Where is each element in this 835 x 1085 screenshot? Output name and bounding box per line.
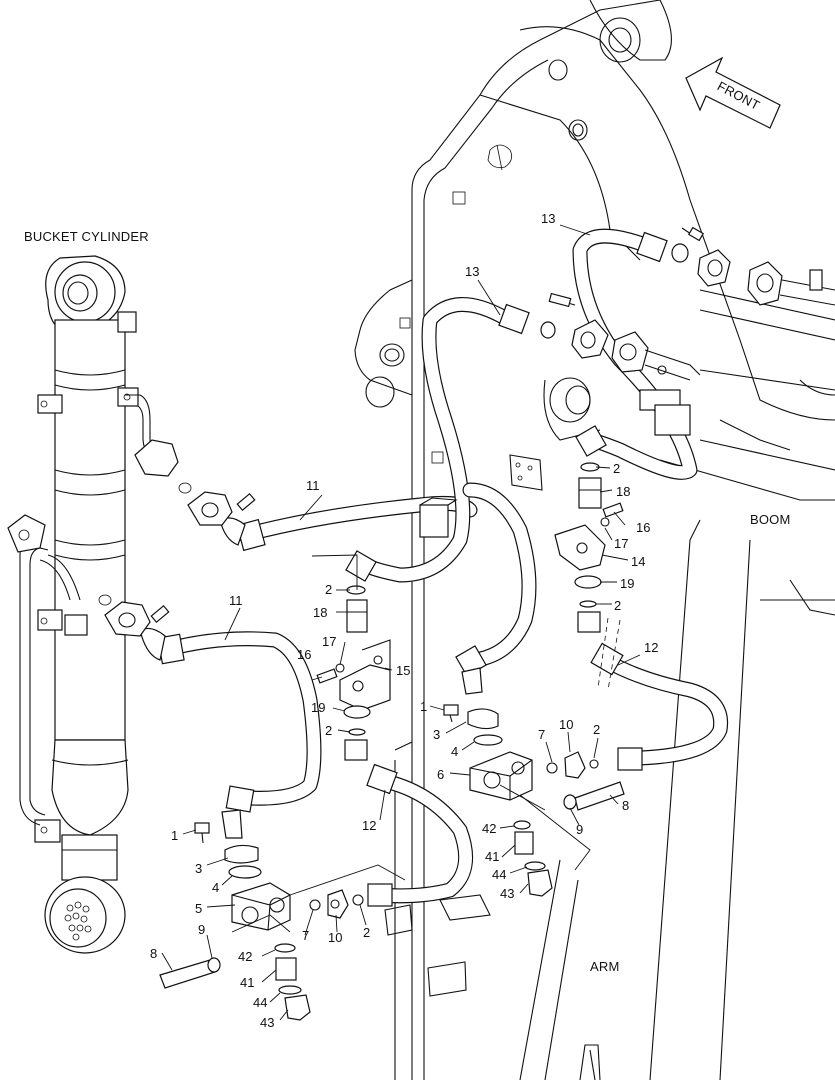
region-labels: BUCKET CYLINDER BOOM ARM <box>24 229 791 974</box>
callout-12: 12 <box>362 818 376 833</box>
callout-4: 4 <box>451 744 458 759</box>
callout-3: 3 <box>195 861 202 876</box>
callout-16: 16 <box>636 520 650 535</box>
cylinder-flanges <box>104 439 256 637</box>
callout-2: 2 <box>325 582 332 597</box>
callout-9: 9 <box>576 822 583 837</box>
callout-11: 11 <box>306 478 320 493</box>
callout-7: 7 <box>538 727 545 742</box>
callout-1: 1 <box>420 699 427 714</box>
boom-label: BOOM <box>750 512 791 527</box>
callout-10: 10 <box>559 717 573 732</box>
callout-12: 12 <box>644 640 658 655</box>
callout-8: 8 <box>150 946 157 961</box>
callout-7: 7 <box>302 928 309 943</box>
callout-numbers: 11 11 13 13 12 12 15 14 2 18 17 16 19 2 … <box>150 211 658 1030</box>
callout-19: 19 <box>620 576 634 591</box>
bearing-balls <box>64 901 92 941</box>
callout-11: 11 <box>229 593 243 608</box>
callout-16: 16 <box>297 647 311 662</box>
callout-5: 5 <box>195 901 202 916</box>
callout-42: 42 <box>482 821 496 836</box>
callout-18: 18 <box>616 484 630 499</box>
callout-9: 9 <box>198 922 205 937</box>
boom-structure <box>354 0 835 1081</box>
callout-2: 2 <box>593 722 600 737</box>
bucket-cylinder-label: BUCKET CYLINDER <box>24 229 149 244</box>
callout-44: 44 <box>253 995 267 1010</box>
callout-17: 17 <box>322 634 336 649</box>
callout-4: 4 <box>212 880 219 895</box>
callout-41: 41 <box>240 975 254 990</box>
callout-8: 8 <box>622 798 629 813</box>
callout-2: 2 <box>363 925 370 940</box>
flange-details <box>548 226 835 436</box>
arm-label: ARM <box>590 959 620 974</box>
callout-6: 6 <box>437 767 444 782</box>
hose-fittings <box>139 231 689 907</box>
brackets <box>316 454 624 761</box>
callout-3: 3 <box>433 727 440 742</box>
callout-2: 2 <box>614 598 621 613</box>
callout-1: 1 <box>171 828 178 843</box>
callout-14: 14 <box>631 554 645 569</box>
block-assembly-left <box>159 822 364 1021</box>
callout-13: 13 <box>541 211 555 226</box>
bucket-cylinder <box>7 255 192 954</box>
callout-18: 18 <box>313 605 327 620</box>
callout-2: 2 <box>613 461 620 476</box>
callout-41: 41 <box>485 849 499 864</box>
callout-43: 43 <box>500 886 514 901</box>
leader-lines <box>161 224 641 1021</box>
callout-43: 43 <box>260 1015 274 1030</box>
callout-13: 13 <box>465 264 479 279</box>
front-arrow: FRONT <box>685 56 781 129</box>
callout-10: 10 <box>328 930 342 945</box>
callout-42: 42 <box>238 949 252 964</box>
callout-19: 19 <box>311 700 325 715</box>
hoses <box>157 228 729 904</box>
callout-44: 44 <box>492 867 506 882</box>
callout-17: 17 <box>614 536 628 551</box>
callout-2: 2 <box>325 723 332 738</box>
callout-15: 15 <box>396 663 410 678</box>
block-assembly-right <box>443 704 625 897</box>
